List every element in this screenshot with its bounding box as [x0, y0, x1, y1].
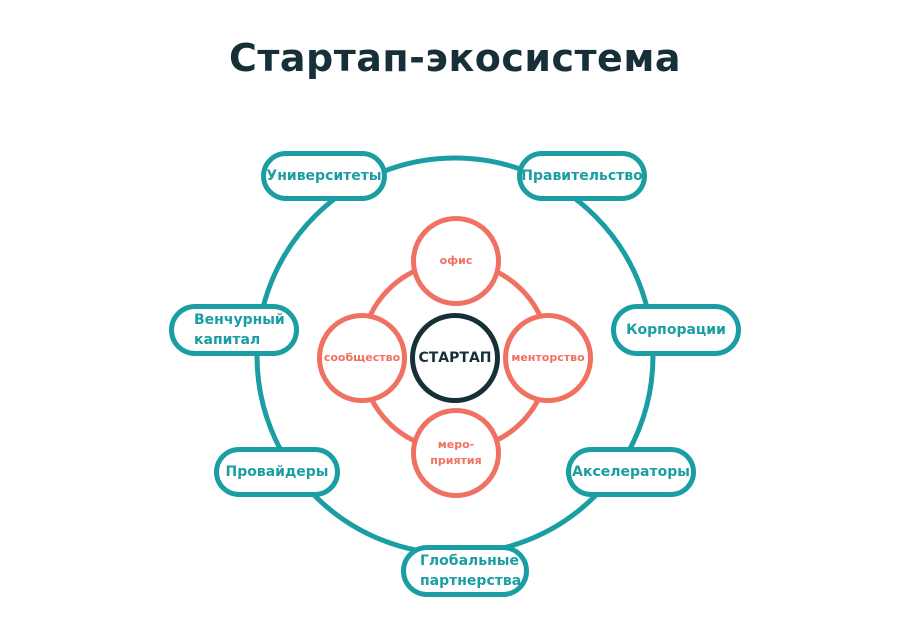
node-government: Правительство: [517, 151, 647, 201]
node-universities: Университеты: [261, 151, 387, 201]
diagram-title: Стартап-экосистема: [228, 36, 682, 80]
inner-node-community: сообщество: [317, 313, 407, 403]
node-venture-capital: Венчурный капитал: [169, 304, 299, 356]
node-global-partnerships: Глобальные партнерства: [401, 545, 529, 597]
inner-node-office: офис: [411, 216, 501, 306]
inner-node-events: меро- приятия: [411, 408, 501, 498]
node-providers: Провайдеры: [214, 447, 340, 497]
core-node-startup: СТАРТАП: [410, 313, 500, 403]
node-corporations: Корпорации: [611, 304, 741, 356]
node-accelerators: Акселераторы: [566, 447, 696, 497]
inner-node-mentorship: менторство: [503, 313, 593, 403]
